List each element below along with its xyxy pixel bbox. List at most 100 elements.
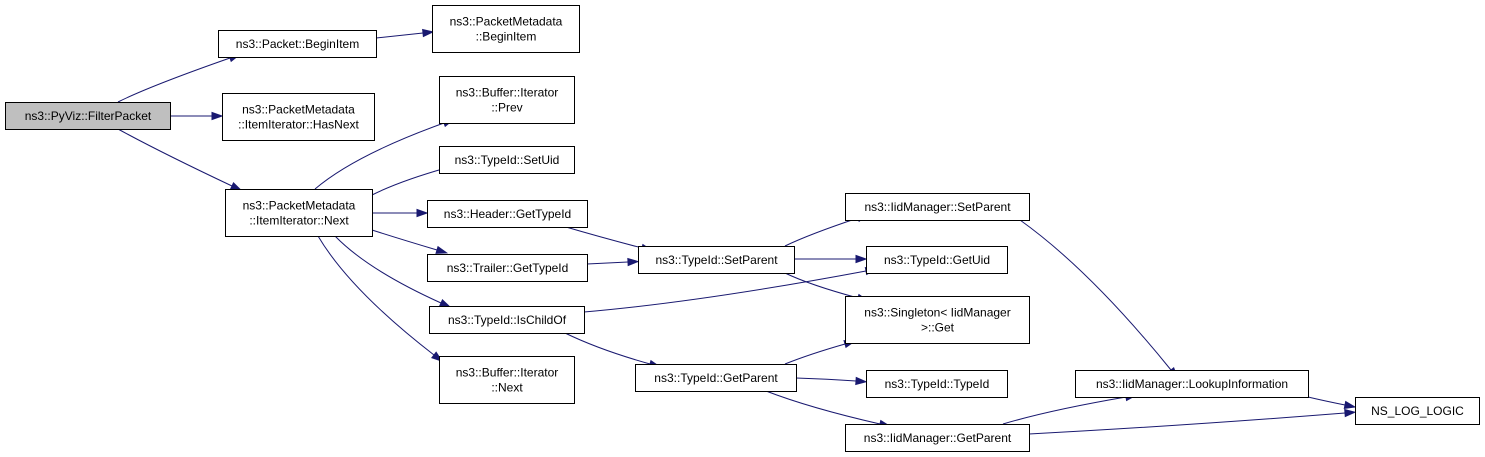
edge-line <box>371 229 438 251</box>
node-singleton-get[interactable]: ns3::Singleton< IidManager >::Get <box>845 296 1030 344</box>
node-box <box>638 246 795 274</box>
node-box <box>218 30 377 58</box>
node-box <box>429 306 585 334</box>
node-box <box>5 102 171 130</box>
node-box <box>845 424 1030 452</box>
call-edge-pm_next-to-trailer_gettypeid <box>371 229 449 254</box>
edge-line <box>1028 412 1346 435</box>
node-label: ns3::PyViz::FilterPacket <box>25 109 152 123</box>
edge-arrowhead <box>855 254 868 264</box>
edge-arrowhead <box>416 208 429 218</box>
node-pm-begin-item[interactable]: ns3::PacketMetadata::BeginItem <box>432 5 580 53</box>
edge-line <box>784 343 846 365</box>
call-edge-typeid_ischildof-to-typeid_getuid <box>583 266 878 313</box>
edge-line <box>1307 396 1346 406</box>
node-box <box>432 5 580 53</box>
node-buf-prev[interactable]: ns3::Buffer::Iterator::Prev <box>439 76 575 124</box>
node-label: ::ItemIterator::HasNext <box>238 118 359 132</box>
node-packet-begin-item[interactable]: ns3::Packet::BeginItem <box>218 30 377 58</box>
edge-line <box>583 270 867 313</box>
call-edge-typeid_getparent-to-typeid_typeid <box>795 376 868 386</box>
node-box <box>439 146 575 174</box>
node-label: ns3::TypeId::GetUid <box>884 253 990 267</box>
call-edge-trailer_gettypeid-to-typeid_setparent <box>586 257 640 267</box>
node-label: ns3::IidManager::GetParent <box>864 431 1012 445</box>
call-edge-iid_setparent-to-iid_lookup <box>1019 219 1179 379</box>
edge-line <box>317 235 435 356</box>
node-box <box>845 296 1030 344</box>
call-edge-filter_packet-to-packet_begin_item <box>117 54 241 103</box>
node-label: ns3::IidManager::SetParent <box>864 200 1011 214</box>
node-label: ns3::Packet::BeginItem <box>236 37 359 51</box>
edge-line <box>565 226 643 249</box>
node-label: ns3::TypeId::TypeId <box>885 377 990 391</box>
edge-line <box>765 390 881 425</box>
node-label: ns3::PacketMetadata <box>243 199 356 213</box>
node-box <box>1075 370 1309 398</box>
edge-line <box>795 377 857 382</box>
node-buf-next[interactable]: ns3::Buffer::Iterator::Next <box>439 356 575 404</box>
edge-line <box>117 57 231 103</box>
node-label: ns3::PacketMetadata <box>450 15 563 29</box>
node-box <box>635 364 797 392</box>
node-typeid-setuid[interactable]: ns3::TypeId::SetUid <box>439 146 575 174</box>
node-filter-packet[interactable]: ns3::PyViz::FilterPacket <box>5 102 171 130</box>
node-label: ns3::TypeId::IsChildOf <box>448 313 567 327</box>
edge-arrowhead <box>1344 408 1357 418</box>
call-edge-iid_lookup-to-ns_log_logic <box>1307 396 1357 410</box>
node-label: ns3::Buffer::Iterator <box>456 86 559 100</box>
node-label: >::Get <box>921 321 955 335</box>
nodes-layer: ns3::PyViz::FilterPacket ns3::Packet::Beg… <box>5 5 1480 452</box>
node-label: ns3::IidManager::LookupInformation <box>1096 377 1288 391</box>
edge-arrowhead <box>211 111 224 121</box>
call-edge-iid_getparent-to-iid_lookup <box>1002 392 1138 425</box>
node-box <box>866 246 1008 274</box>
node-iid-setparent[interactable]: ns3::IidManager::SetParent <box>845 193 1030 221</box>
edge-line <box>564 332 651 365</box>
node-box <box>1355 397 1480 425</box>
node-iid-getparent[interactable]: ns3::IidManager::GetParent <box>845 424 1030 452</box>
node-box <box>222 93 375 141</box>
edge-arrowhead <box>855 376 868 386</box>
node-label: ::BeginItem <box>476 30 537 44</box>
edge-line <box>375 32 424 39</box>
node-label: ns3::Header::GetTypeId <box>444 207 571 221</box>
node-label: ::ItemIterator::Next <box>249 214 349 228</box>
node-box <box>439 76 575 124</box>
node-typeid-getparent[interactable]: ns3::TypeId::GetParent <box>635 364 797 392</box>
node-label: ::Next <box>491 381 523 395</box>
node-label: ns3::Trailer::GetTypeId <box>447 261 569 275</box>
edge-line <box>586 261 629 265</box>
node-label: ns3::TypeId::SetUid <box>455 153 560 167</box>
edge-line <box>784 217 859 247</box>
edge-line <box>1019 219 1172 371</box>
node-header-gettypeid[interactable]: ns3::Header::GetTypeId <box>427 200 588 228</box>
edge-line <box>784 272 859 299</box>
call-edge-pm_next-to-header_gettypeid <box>372 208 429 218</box>
call-edge-typeid_setparent-to-typeid_getuid <box>794 254 868 264</box>
node-ns-log-logic[interactable]: NS_LOG_LOGIC <box>1355 397 1480 425</box>
edge-arrowhead <box>435 245 449 254</box>
edge-arrowhead <box>422 28 435 38</box>
edge-line <box>117 128 233 187</box>
node-typeid-typeid[interactable]: ns3::TypeId::TypeId <box>866 370 1008 398</box>
node-label: NS_LOG_LOGIC <box>1371 404 1464 418</box>
node-box <box>427 254 588 282</box>
node-typeid-getuid[interactable]: ns3::TypeId::GetUid <box>866 246 1008 274</box>
call-edge-typeid_ischildof-to-typeid_getparent <box>564 332 662 368</box>
node-box <box>845 193 1030 221</box>
edge-line <box>371 167 447 196</box>
node-pm-has-next[interactable]: ns3::PacketMetadata::ItemIterator::HasNe… <box>222 93 375 141</box>
node-label: ns3::TypeId::SetParent <box>655 253 778 267</box>
node-label: ns3::TypeId::GetParent <box>654 371 778 385</box>
node-typeid-ischildof[interactable]: ns3::TypeId::IsChildOf <box>429 306 585 334</box>
node-trailer-gettypeid[interactable]: ns3::Trailer::GetTypeId <box>427 254 588 282</box>
node-label: ns3::Buffer::Iterator <box>456 366 559 380</box>
node-typeid-setparent[interactable]: ns3::TypeId::SetParent <box>638 246 795 274</box>
call-edge-typeid_getparent-to-singleton_get <box>784 340 857 365</box>
edge-line <box>314 122 445 190</box>
node-iid-lookup[interactable]: ns3::IidManager::LookupInformation <box>1075 370 1309 398</box>
edge-line <box>334 235 442 304</box>
node-pm-next[interactable]: ns3::PacketMetadata::ItemIterator::Next <box>225 189 373 237</box>
